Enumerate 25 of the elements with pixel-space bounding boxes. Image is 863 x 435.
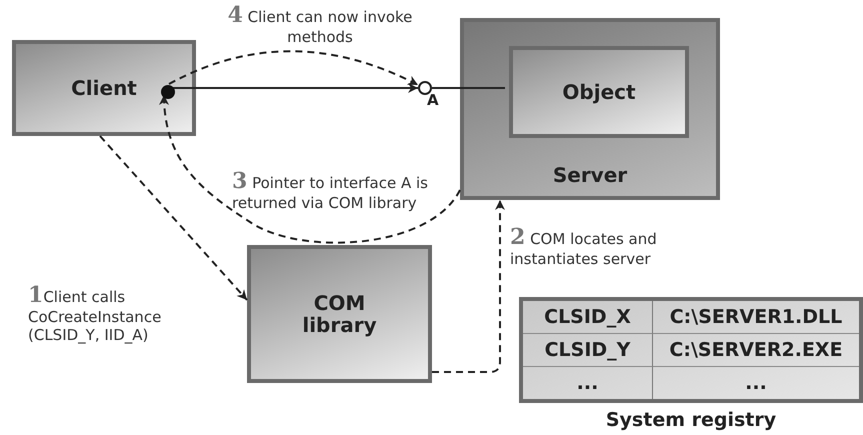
node-label: Server <box>552 164 628 186</box>
edge-label: 3 Pointer to interface A is returned via COM library <box>232 168 429 212</box>
arrow <box>168 50 418 86</box>
edge-label: 4 Client can now invoke methods <box>226 2 414 46</box>
arrow <box>159 94 461 244</box>
arrow <box>99 135 248 301</box>
edge-label: 1Client calls CoCreateInstance (CLSID_Y, IID_A) <box>28 282 162 344</box>
component-box <box>247 245 432 383</box>
component-box <box>12 40 196 136</box>
component-box <box>509 46 689 138</box>
table-cell: CLSID_Y <box>523 334 653 367</box>
interface-label: A <box>427 91 439 109</box>
node-label: Client <box>71 77 137 99</box>
node-label: COM library <box>301 292 378 336</box>
arrow <box>171 83 418 93</box>
arrow <box>432 200 505 373</box>
table-cell: C:\SERVER1.DLL <box>653 301 859 334</box>
table-cell: C:\SERVER2.EXE <box>653 334 859 367</box>
table-caption: System registry <box>604 409 778 431</box>
table-cell-text: ... <box>744 371 768 396</box>
edge-label: 2 COM locates and instantiates server <box>510 224 658 268</box>
server-box <box>460 18 720 200</box>
node-label: Object <box>562 81 636 103</box>
table-cell: CLSID_X <box>523 301 653 334</box>
table-cell: ... <box>523 367 653 399</box>
